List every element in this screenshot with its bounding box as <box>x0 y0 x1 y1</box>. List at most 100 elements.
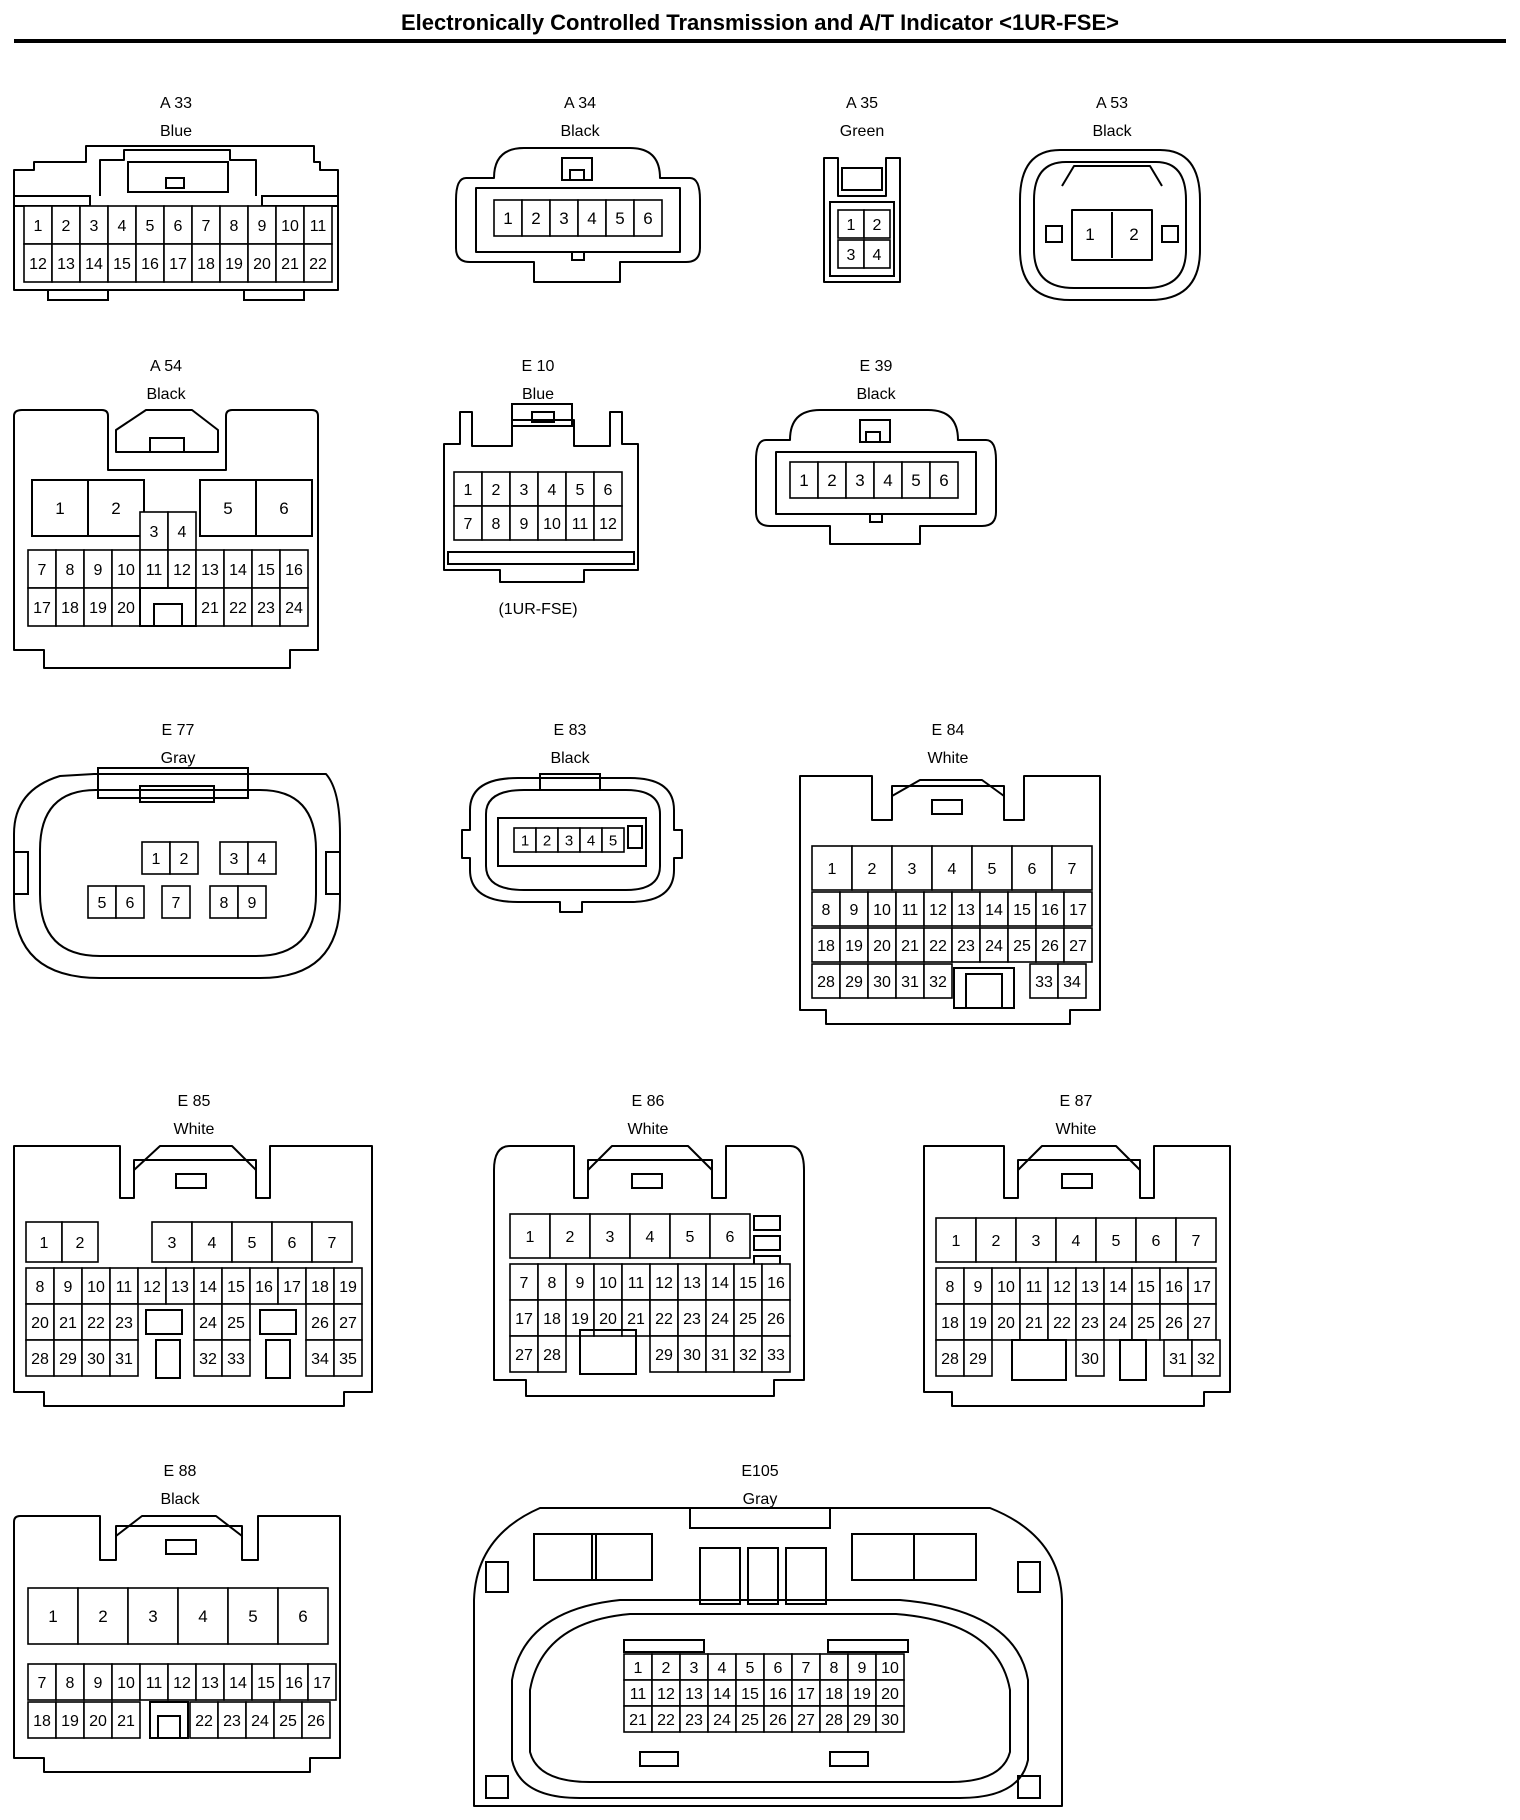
pin-cell <box>863 209 891 239</box>
pin-cell <box>107 243 137 283</box>
pin-number: 7 <box>520 1275 529 1292</box>
housing-outline <box>799 775 1101 1025</box>
pin-number: 2 <box>827 471 836 490</box>
pin-cell <box>649 1335 679 1373</box>
pin-number: 2 <box>180 851 189 868</box>
pin-number: 9 <box>94 1675 103 1692</box>
pin-cell <box>837 209 865 239</box>
pin-number: 18 <box>825 1686 843 1703</box>
pin-cell <box>303 243 333 283</box>
pin-cell <box>77 1587 129 1645</box>
pin-cell <box>1063 927 1093 963</box>
housing-part <box>753 1215 781 1231</box>
pin-number: 5 <box>746 1660 755 1677</box>
pin-number: 19 <box>339 1279 357 1296</box>
pin-cell <box>935 1339 965 1377</box>
pin-number: 5 <box>248 1607 257 1626</box>
pin-cell <box>223 587 253 627</box>
housing-part <box>199 479 257 537</box>
housing-outline <box>775 451 977 515</box>
pin-cell <box>191 1221 233 1263</box>
pin-number: 14 <box>1109 1279 1127 1296</box>
pin-number: 11 <box>146 562 163 579</box>
housing-part <box>1017 1775 1041 1799</box>
connector-color: Black <box>1092 123 1132 140</box>
pin-cell <box>733 1299 763 1337</box>
pin-number: 15 <box>741 1686 759 1703</box>
pin-cell <box>935 1217 977 1263</box>
housing-part <box>255 479 313 537</box>
pin-cell <box>1159 1267 1189 1305</box>
pin-number: 33 <box>227 1351 245 1368</box>
pin-number: 6 <box>279 499 288 518</box>
pin-number: 23 <box>685 1712 703 1729</box>
pin-number: 33 <box>767 1347 785 1364</box>
pin-number: 22 <box>229 600 247 617</box>
housing-outline <box>115 1515 243 1537</box>
pin-number: 6 <box>1028 861 1037 878</box>
pin-cell <box>193 1339 223 1377</box>
pin-cell <box>1035 891 1065 927</box>
pin-number: 2 <box>868 861 877 878</box>
pin-cell <box>509 505 539 541</box>
pin-cell <box>55 1701 85 1739</box>
pin-number: 18 <box>197 256 215 273</box>
pin-number: 3 <box>847 247 856 264</box>
pin-number: 17 <box>169 256 187 273</box>
connector-note: (1UR-FSE) <box>498 601 577 618</box>
pin-number: 11 <box>628 1275 645 1292</box>
housing-part <box>1119 1339 1147 1381</box>
pin-number: 19 <box>853 1686 871 1703</box>
housing-outline <box>461 777 683 913</box>
pin-number: 3 <box>855 471 864 490</box>
pin-number: 22 <box>655 1311 673 1328</box>
pin-number: 1 <box>48 1607 57 1626</box>
connector-color: Blue <box>522 386 554 403</box>
pin-cell <box>509 1263 539 1301</box>
pin-number: 3 <box>148 1607 157 1626</box>
housing-part <box>153 603 183 627</box>
housing-part <box>497 817 647 867</box>
connector-code: A 53 <box>1096 95 1128 112</box>
pin-number: 1 <box>526 1229 535 1246</box>
pin-number: 32 <box>929 974 947 991</box>
connector-color: White <box>1056 1121 1097 1138</box>
pin-number: 28 <box>31 1351 49 1368</box>
pin-cell <box>237 885 267 919</box>
pin-cell <box>577 199 607 237</box>
pin-cell <box>847 1705 877 1733</box>
pin-number: 8 <box>830 1660 839 1677</box>
pin-cell <box>537 505 567 541</box>
pin-number: 22 <box>87 1315 105 1332</box>
housing-part <box>261 195 339 207</box>
pin-cell <box>303 205 333 245</box>
pin-cell <box>1191 1339 1221 1377</box>
pin-number: 10 <box>117 1675 135 1692</box>
pin-number: 9 <box>520 516 529 533</box>
pin-cell <box>141 841 171 875</box>
pin-number: 3 <box>90 218 99 235</box>
connector-code: E 39 <box>860 358 893 375</box>
pin-number: 19 <box>89 600 107 617</box>
pin-number: 25 <box>741 1712 759 1729</box>
pin-number: 19 <box>845 938 863 955</box>
pin-number: 10 <box>881 1660 899 1677</box>
pin-cell <box>789 461 819 499</box>
pin-number: 12 <box>143 1279 161 1296</box>
pin-number: 13 <box>683 1275 701 1292</box>
pin-number: 26 <box>311 1315 329 1332</box>
pin-cell <box>23 243 53 283</box>
connector-color: Black <box>560 123 600 140</box>
pin-number: 29 <box>845 974 863 991</box>
pin-number: 35 <box>339 1351 357 1368</box>
pin-number: 27 <box>797 1712 815 1729</box>
pin-cell <box>549 1213 591 1259</box>
pin-number: 13 <box>171 1279 189 1296</box>
housing-outline <box>133 1145 257 1171</box>
pin-number: 8 <box>66 1675 75 1692</box>
housing-part <box>265 1339 291 1379</box>
pin-cell <box>493 199 523 237</box>
